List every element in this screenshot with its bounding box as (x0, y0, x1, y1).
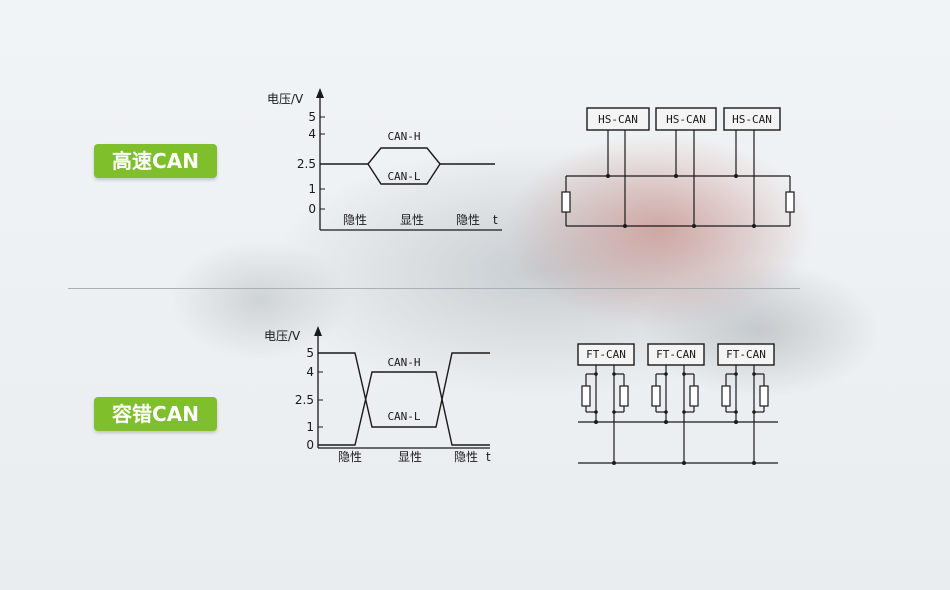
hs-can-l-label: CAN-L (387, 170, 420, 183)
hs-y-tick: 1 (308, 182, 316, 196)
hs-y-axis-label: 电压/V (267, 92, 304, 106)
svg-text:FT-CAN: FT-CAN (586, 348, 626, 361)
high-speed-can-badge: 高速CAN (94, 144, 217, 178)
hs-x-axis-label: t (493, 213, 498, 227)
ft-can-h-label: CAN-H (387, 356, 420, 369)
section-divider (68, 288, 800, 289)
hs-y-tick: 5 (308, 110, 316, 124)
svg-text:FT-CAN: FT-CAN (726, 348, 766, 361)
hs-node: HS-CAN (655, 107, 717, 131)
ft-y-tick: 5 (306, 346, 314, 360)
ft-node: FT-CAN (577, 343, 635, 366)
ft-node: FT-CAN (717, 343, 775, 366)
ft-waveform (314, 326, 490, 449)
hs-bus-junctions (606, 174, 756, 228)
svg-text:HS-CAN: HS-CAN (598, 113, 638, 126)
ft-state-dominant: 显性 (398, 450, 422, 464)
ft-can-l-label: CAN-L (387, 410, 420, 423)
fault-tolerant-can-badge: 容错CAN (94, 397, 217, 431)
hs-state-recessive: 隐性 (456, 213, 480, 227)
hs-bus-topology (561, 130, 795, 227)
hs-state-dominant: 显性 (400, 213, 424, 227)
ft-y-axis-label: 电压/V (264, 329, 301, 343)
ft-node: FT-CAN (647, 343, 705, 366)
hs-node: HS-CAN (586, 107, 650, 131)
hs-y-tick: 4 (308, 127, 316, 141)
svg-text:HS-CAN: HS-CAN (666, 113, 706, 126)
hs-state-recessive: 隐性 (343, 213, 367, 227)
hs-node: HS-CAN (723, 107, 781, 131)
ft-y-tick: 0 (306, 438, 314, 452)
ft-state-recessive: 隐性 (454, 450, 478, 464)
ft-state-recessive: 隐性 (338, 450, 362, 464)
hs-can-h-label: CAN-H (387, 130, 420, 143)
ft-y-tick: 2.5 (295, 393, 314, 407)
hs-y-tick: 2.5 (297, 157, 316, 171)
hs-y-tick: 0 (308, 202, 316, 216)
svg-text:HS-CAN: HS-CAN (732, 113, 772, 126)
hs-waveform (316, 88, 502, 231)
ft-bus-topology (578, 365, 778, 464)
ft-y-tick: 1 (306, 420, 314, 434)
ft-y-tick: 4 (306, 365, 314, 379)
ft-x-axis-label: t (486, 450, 491, 464)
svg-text:FT-CAN: FT-CAN (656, 348, 696, 361)
ft-bus-junctions (594, 372, 756, 465)
